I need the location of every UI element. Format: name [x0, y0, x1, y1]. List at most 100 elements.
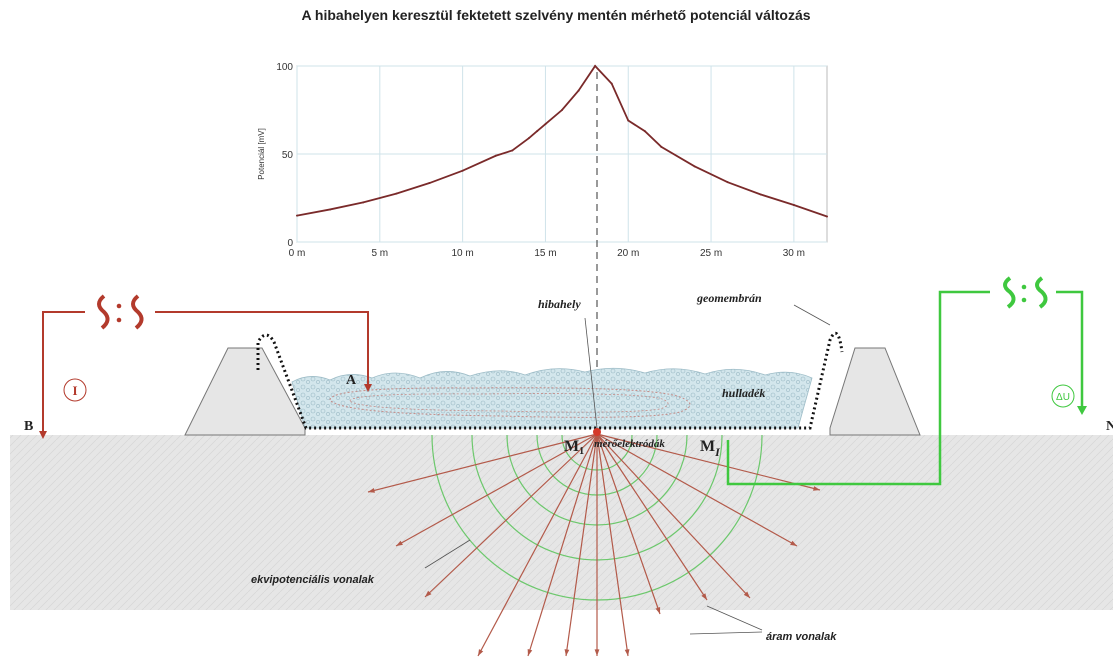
series-point — [826, 215, 828, 218]
current-flow-ray — [424, 433, 598, 598]
series-point — [594, 65, 597, 67]
hibahely-pointer — [584, 317, 598, 429]
current-flow-arrowhead — [425, 590, 432, 597]
x-tick-label: 20 m — [617, 248, 639, 259]
series-point — [544, 123, 547, 126]
voltage-circuit-wire — [726, 290, 1084, 486]
series-point — [329, 208, 332, 211]
current-source-symbol — [85, 294, 155, 330]
y-axis-label: Potenciál [mV] — [257, 128, 266, 180]
label-N: N — [1106, 419, 1113, 434]
current-flow-ray — [395, 433, 598, 547]
current-flow-ray — [596, 433, 629, 657]
y-tick-label: 0 — [287, 238, 293, 249]
label-aram: áram vonalak — [766, 631, 837, 643]
series-point — [527, 137, 530, 140]
waste-inner-lens-2 — [349, 393, 669, 413]
current-flow-ray — [596, 433, 821, 491]
failure-point — [593, 428, 601, 436]
series-point — [693, 165, 696, 168]
label-meroelektrodak: mérőelektródák — [594, 438, 665, 450]
current-flow-ray — [367, 433, 598, 493]
current-flow-arrowhead — [655, 607, 661, 614]
waste-inner-lens — [329, 387, 691, 418]
series-point — [792, 204, 795, 207]
voltmeter-dU-label: ΔU — [1056, 392, 1070, 403]
ammeter-I-label: I — [72, 383, 77, 398]
series-point — [494, 154, 497, 157]
label-M1-main: M — [564, 438, 579, 455]
geomembran-pointer — [793, 304, 831, 326]
label-geomembran: geomembrán — [696, 291, 762, 305]
label-B: B — [24, 419, 33, 434]
diagram-title: A hibahelyen keresztül fektetett szelvén… — [301, 7, 810, 23]
voltmeter-dU-circle — [1051, 384, 1075, 408]
y-tick-label: 50 — [282, 150, 294, 161]
series-point — [461, 169, 464, 172]
current-flow-arrowhead — [813, 486, 820, 491]
current-flow-arrowhead — [396, 540, 403, 546]
electrode-A-arrow — [364, 384, 372, 392]
current-flow-ray — [527, 433, 598, 657]
x-tick-label: 15 m — [534, 248, 556, 259]
current-flow-lines — [367, 433, 821, 657]
current-flow-ray — [596, 433, 798, 547]
current-flow-ray — [596, 433, 708, 601]
current-flow-arrowhead — [478, 649, 484, 656]
geomembrane-liner — [256, 331, 844, 430]
current-flow-arrowhead — [790, 540, 797, 546]
dam-right — [829, 347, 921, 436]
dam-left — [184, 347, 306, 436]
label-M1-sub: 1 — [579, 446, 584, 457]
current-flow-arrowhead — [701, 593, 707, 600]
label-M2-main: M — [700, 438, 715, 455]
aram-pointer-2 — [689, 631, 763, 635]
current-circuit-wire — [42, 311, 369, 435]
series-point — [296, 214, 298, 217]
current-flow-arrowhead — [743, 591, 750, 598]
ekvipot-pointer — [424, 539, 471, 569]
series-point — [536, 130, 539, 133]
series-point — [428, 182, 431, 185]
label-M2: MI — [700, 438, 721, 459]
series-point — [627, 119, 630, 122]
series-point — [643, 130, 646, 133]
series-point — [759, 193, 762, 196]
voltage-circuit — [726, 290, 1084, 486]
label-hulladek: hulladék — [722, 386, 765, 400]
potential-chart: 0 m 5 m 10 m 15 m 20 m 25 m 30 m 0 50 100 Potenci… — [257, 62, 828, 259]
ground-body — [10, 435, 1113, 610]
current-flow-arrowhead — [564, 649, 570, 656]
current-flow-arrowhead — [368, 488, 375, 493]
current-circuit — [42, 311, 369, 435]
x-tick-label: 0 m — [289, 248, 306, 259]
potential-series-points — [296, 65, 828, 218]
x-tick-label: 25 m — [700, 248, 722, 259]
current-flow-arrowhead — [624, 649, 630, 656]
label-A: A — [346, 373, 357, 388]
label-M1: M1 — [564, 438, 584, 457]
chart-ticks: 0 m 5 m 10 m 15 m 20 m 25 m 30 m 0 50 100 — [276, 62, 805, 259]
series-point — [577, 89, 580, 92]
chart-grid — [296, 65, 827, 243]
current-flow-arrowhead — [527, 649, 533, 656]
x-tick-label: 10 m — [452, 248, 474, 259]
label-pointers — [424, 304, 831, 635]
electrode-N-arrow — [1077, 406, 1087, 415]
voltmeter-source-symbol — [990, 276, 1056, 310]
x-tick-label: 5 m — [371, 248, 388, 259]
label-ekvipotencialis: ekvipotenciális vonalak — [251, 574, 375, 586]
aram-pointer-1 — [706, 605, 763, 631]
x-tick-label: 30 m — [783, 248, 805, 259]
series-point — [362, 201, 365, 204]
label-hibahely: hibahely — [538, 297, 581, 311]
series-point — [726, 181, 729, 184]
series-point — [511, 149, 514, 152]
y-tick-label: 100 — [276, 62, 293, 73]
series-point — [660, 145, 663, 148]
label-M2-sub: I — [714, 445, 721, 459]
ammeter-I-circle — [63, 378, 87, 402]
electrode-B-arrow — [39, 431, 47, 439]
series-point — [395, 192, 398, 195]
